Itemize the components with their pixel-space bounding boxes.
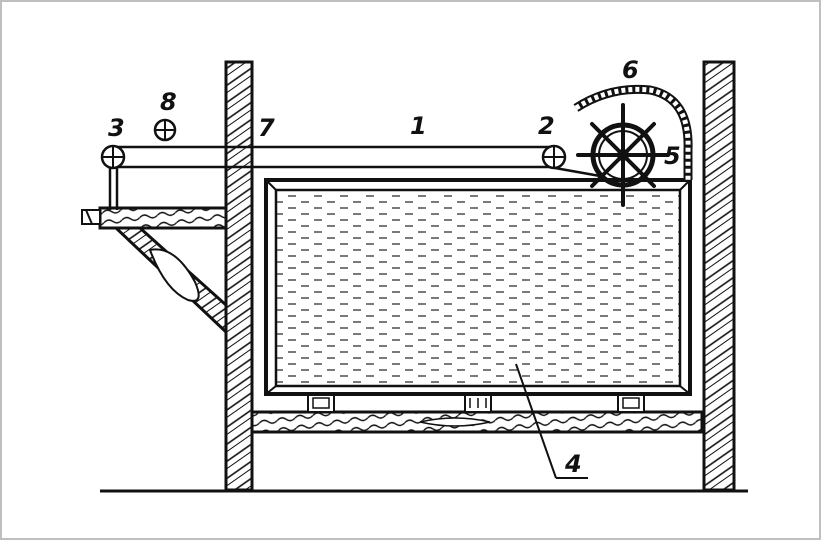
hose-6 [573, 84, 693, 180]
tank-link [554, 166, 601, 178]
support-blocks [307, 393, 645, 413]
pulley-3 [100, 144, 126, 210]
water-tank [264, 178, 692, 396]
rod-1 [113, 145, 555, 169]
label-5: 5 [664, 142, 681, 170]
left-post [224, 60, 254, 492]
left-bracket [81, 206, 228, 336]
label-4: 4 [565, 450, 582, 478]
label-8: 8 [160, 88, 177, 116]
label-6: 6 [622, 56, 639, 84]
pulley-2 [541, 144, 567, 170]
handwheel-5 [576, 103, 670, 207]
bottom-beam [250, 410, 704, 434]
label-1: 1 [410, 112, 427, 140]
right-post [702, 60, 736, 492]
label-2: 2 [538, 112, 555, 140]
label-3: 3 [108, 114, 125, 142]
label-7: 7 [258, 114, 275, 142]
leader-4 [515, 363, 588, 479]
symbol-8 [153, 118, 177, 142]
